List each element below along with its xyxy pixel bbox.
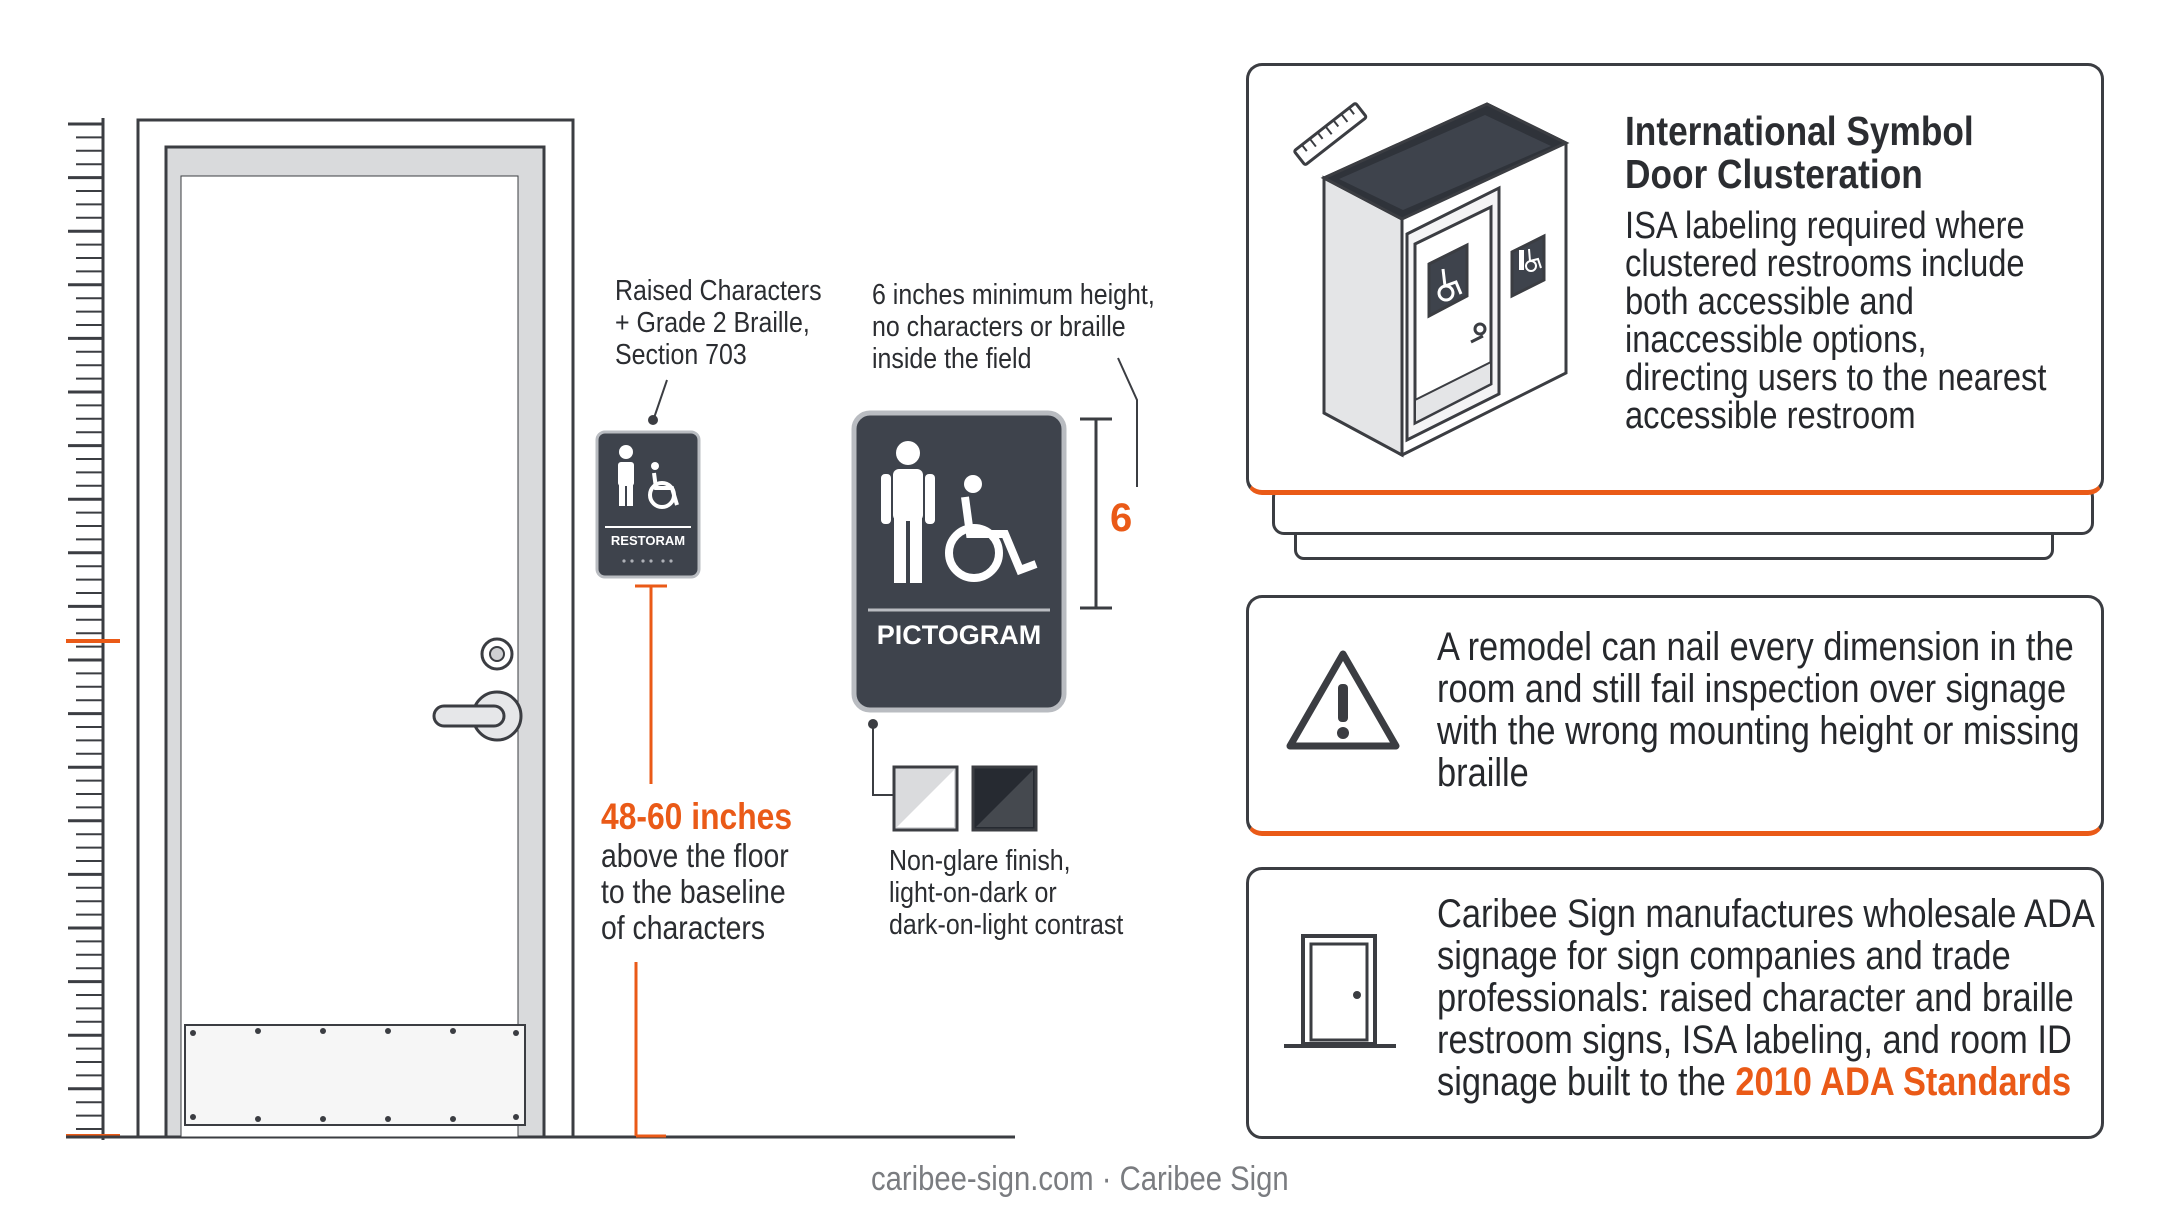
large-pictogram-sign [851, 410, 1067, 713]
body-line: signage for sign companies and trade [1437, 934, 2011, 978]
kick-plate [184, 1024, 526, 1126]
person-icon [618, 445, 634, 506]
description-line: above the floor [601, 837, 789, 874]
isa-card-body: ISA labeling required where clustered re… [1625, 207, 2046, 435]
description-line: to the baseline [601, 873, 786, 910]
callout-line: inside the field [872, 343, 1032, 375]
callout-line: + Grade 2 Braille, [615, 307, 810, 339]
body-line: ISA labeling required where [1625, 205, 2025, 247]
pictogram-field-callout: 6 inches minimum height, no characters o… [872, 279, 1155, 375]
body-line: room and still fail inspection over sign… [1437, 667, 2067, 711]
finish-callout: Non-glare finish, light-on-dark or dark-… [889, 845, 1123, 941]
body-line: Caribee Sign manufactures wholesale ADA [1437, 892, 2095, 936]
isa-card-title: International Symbol Door Clusteration [1625, 110, 1974, 196]
body-line: accessible restroom [1625, 395, 1916, 437]
door-panel [180, 175, 519, 1138]
door-handle-icon [432, 690, 523, 742]
body-line: with the wrong mounting height or missin… [1437, 709, 2080, 753]
body-line: braille [1437, 751, 1529, 795]
description-line: of characters [601, 909, 766, 946]
small-sign-label: RESTORAM [610, 533, 686, 548]
field-height-value: 6 [1110, 496, 1133, 540]
body-line: both accessible and [1625, 281, 1914, 323]
caribee-card-body: Caribee Sign manufactures wholesale ADA … [1437, 893, 2095, 1103]
wheelchair-icon [1525, 248, 1542, 272]
small-restroom-sign [595, 430, 701, 579]
caribee-card: Caribee Sign manufactures wholesale ADA … [1246, 867, 2104, 1139]
body-line-prefix: signage built to the [1437, 1060, 1736, 1104]
wheelchair-icon [945, 496, 1038, 582]
warning-card: A remodel can nail every dimension in th… [1246, 595, 2104, 836]
finish-swatches [868, 719, 1038, 832]
body-line: A remodel can nail every dimension in th… [1437, 625, 2074, 669]
warning-card-body: A remodel can nail every dimension in th… [1437, 626, 2079, 794]
raised-characters-callout: Raised Characters + Grade 2 Braille, Sec… [615, 275, 822, 371]
callout-line: no characters or braille [872, 311, 1126, 343]
wheelchair-icon [1437, 268, 1463, 302]
body-line: inaccessible options, [1625, 319, 1927, 361]
mounting-range: 48-60 inches [601, 796, 793, 837]
kick-plate-screws [190, 1028, 519, 1122]
title-line: Door Clusteration [1625, 151, 1923, 197]
door-illustration [66, 118, 1138, 1140]
callout-line: light-on-dark or [889, 877, 1057, 909]
large-sign-label: PICTOGRAM [876, 620, 1042, 650]
warning-icon [1286, 650, 1400, 750]
body-line: restroom signs, ISA labeling, and room I… [1437, 1018, 2072, 1062]
callout-line: dark-on-light contrast [889, 909, 1124, 941]
body-last-line: signage built to the 2010 ADA Standards [1437, 1061, 2095, 1103]
callout-line: Raised Characters [615, 275, 822, 307]
isa-illustration [1293, 102, 1570, 458]
body-line: directing users to the nearest [1625, 357, 2047, 399]
deadbolt-icon [480, 637, 514, 671]
wheelchair-icon [648, 472, 679, 509]
callout-line: 6 inches minimum height, [872, 279, 1155, 311]
isa-card: International Symbol Door Clusteration I… [1246, 63, 2104, 495]
footer-credit: caribee-sign.com · Caribee Sign [0, 1160, 2160, 1199]
body-line: clustered restrooms include [1625, 243, 2025, 285]
door-icon [1284, 934, 1396, 1048]
height-ruler [68, 118, 105, 1140]
ruler-icon [1293, 102, 1368, 166]
mounting-description: above the floor to the baseline of chara… [601, 838, 789, 946]
ada-standards-highlight: 2010 ADA Standards [1735, 1060, 2072, 1104]
callout-line: Non-glare finish, [889, 845, 1071, 877]
person-icon [881, 441, 935, 583]
body-line: professionals: raised character and brai… [1437, 976, 2074, 1020]
mounting-height-measure [634, 584, 667, 1138]
field-height-measure [1080, 357, 1138, 610]
callout-line: Section 703 [615, 339, 747, 371]
footer-text: caribee-sign.com · Caribee Sign [871, 1160, 1289, 1198]
person-icon [1519, 250, 1524, 270]
title-line: International Symbol [1625, 108, 1974, 154]
